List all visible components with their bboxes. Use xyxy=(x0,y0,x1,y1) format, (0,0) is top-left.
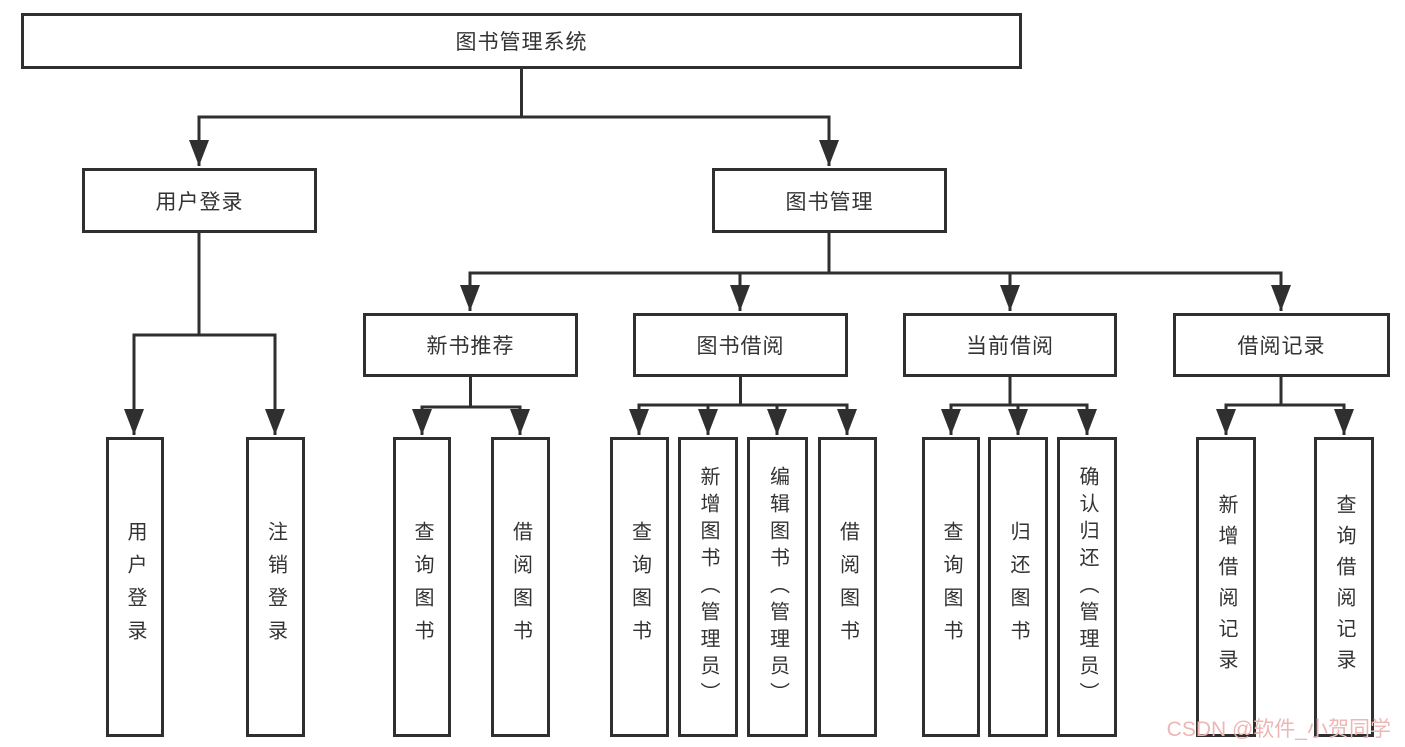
node-leaf-user-login: 用户登录 xyxy=(106,437,164,737)
node-root-label: 图书管理系统 xyxy=(455,31,588,54)
node-leaf-query-borrow-record-label: 查询借阅记录 xyxy=(1333,494,1355,680)
node-user-login-label: 用户登录 xyxy=(155,190,244,214)
node-book-borrow-label: 图书借阅 xyxy=(696,335,785,358)
node-leaf-query-books-2-label: 查询图书 xyxy=(628,521,651,653)
node-new-book-recommend: 新书推荐 xyxy=(363,313,578,377)
node-leaf-confirm-return: 确认归还（管理员） xyxy=(1057,437,1117,737)
node-leaf-logout-label: 注销登录 xyxy=(264,521,287,653)
node-book-management: 图书管理 xyxy=(712,168,947,233)
node-book-management-label: 图书管理 xyxy=(785,190,874,214)
node-root: 图书管理系统 xyxy=(21,13,1022,69)
node-borrow-records: 借阅记录 xyxy=(1173,313,1390,377)
node-leaf-query-books-1-label: 查询图书 xyxy=(411,521,433,653)
node-current-borrow: 当前借阅 xyxy=(903,313,1117,377)
node-leaf-borrow-books-1: 借阅图书 xyxy=(491,437,550,737)
node-leaf-add-borrow-record: 新增借阅记录 xyxy=(1196,437,1256,737)
node-user-login: 用户登录 xyxy=(82,168,317,233)
node-new-book-recommend-label: 新书推荐 xyxy=(426,335,515,358)
node-leaf-add-books-label: 新增图书（管理员） xyxy=(697,465,719,709)
node-book-borrow: 图书借阅 xyxy=(633,313,848,377)
node-leaf-query-books-2: 查询图书 xyxy=(610,437,669,737)
node-leaf-query-borrow-record: 查询借阅记录 xyxy=(1314,437,1374,737)
node-leaf-logout: 注销登录 xyxy=(246,437,305,737)
node-leaf-return-books: 归还图书 xyxy=(988,437,1048,737)
node-leaf-query-books-3-label: 查询图书 xyxy=(940,521,962,653)
node-leaf-borrow-books-1-label: 借阅图书 xyxy=(509,521,532,653)
node-borrow-records-label: 借阅记录 xyxy=(1237,335,1326,358)
node-current-borrow-label: 当前借阅 xyxy=(966,335,1054,358)
node-leaf-query-books-3: 查询图书 xyxy=(922,437,980,737)
node-leaf-borrow-books-2: 借阅图书 xyxy=(818,437,877,737)
node-leaf-user-login-label: 用户登录 xyxy=(124,521,146,653)
node-leaf-confirm-return-label: 确认归还（管理员） xyxy=(1076,465,1098,709)
node-leaf-query-books-1: 查询图书 xyxy=(393,437,451,737)
node-leaf-borrow-books-2-label: 借阅图书 xyxy=(836,521,859,653)
node-leaf-edit-books-label: 编辑图书（管理员） xyxy=(766,465,789,709)
node-leaf-add-borrow-record-label: 新增借阅记录 xyxy=(1215,494,1237,680)
node-leaf-edit-books: 编辑图书（管理员） xyxy=(747,437,808,737)
csdn-watermark: CSDN @软件_小贺同学 xyxy=(1166,718,1391,741)
node-leaf-add-books: 新增图书（管理员） xyxy=(678,437,738,737)
node-leaf-return-books-label: 归还图书 xyxy=(1007,521,1029,653)
